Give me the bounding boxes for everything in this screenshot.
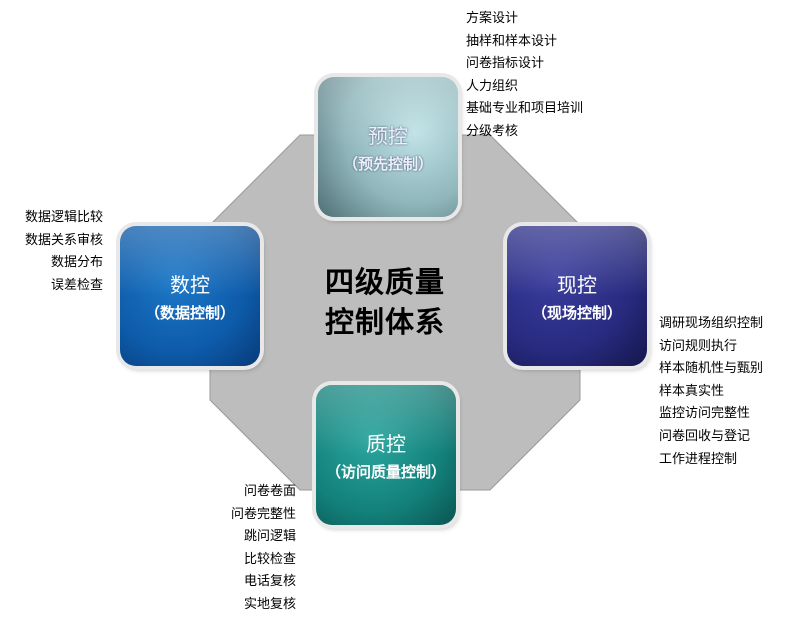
box-subtitle: （现场控制） [531, 304, 622, 322]
box-title: 预控 [368, 124, 408, 148]
list-item: 方案设计 [466, 11, 519, 26]
list-pre-control: 方案设计抽样和样本设计问卷指标设计人力组织基础专业和项目培训分级考核 [466, 8, 583, 144]
box-data-control: 数控 （数据控制） [120, 226, 260, 366]
list-item: 电话复核 [243, 574, 296, 590]
list-item: 误差检查 [50, 277, 103, 293]
box-title: 质控 [366, 432, 406, 456]
box-title: 数控 [170, 273, 210, 297]
list-item: 问卷完整性 [230, 506, 296, 522]
box-quality-control: 质控 （访问质量控制） [316, 385, 456, 525]
box-title: 现控 [557, 273, 597, 297]
list-item: 问卷回收与登记 [659, 428, 751, 444]
box-subtitle: （预先控制） [342, 155, 433, 173]
list-data-control: 数据逻辑比较数据关系审核数据分布误差检查 [25, 207, 103, 297]
list-item: 数据关系审核 [24, 232, 103, 248]
list-item: 问卷卷面 [243, 484, 296, 499]
list-field-control: 调研现场组织控制访问规则执行样本随机性与甄别样本真实性监控访问完整性问卷回收与登… [659, 313, 763, 471]
list-item: 调研现场组织控制 [659, 316, 764, 331]
list-item: 工作进程控制 [659, 451, 738, 467]
list-item: 抽样和样本设计 [466, 33, 558, 49]
list-quality-control: 问卷卷面问卷完整性跳问逻辑比较检查电话复核实地复核 [231, 481, 296, 617]
center-title-line-2: 控制体系 [324, 305, 445, 339]
list-item: 人力组织 [466, 78, 519, 94]
list-item: 访问规则执行 [659, 338, 738, 354]
list-item: 分级考核 [466, 123, 519, 139]
list-item: 数据逻辑比较 [24, 210, 103, 225]
center-title-line-1: 四级质量 [324, 265, 445, 299]
box-subtitle: （访问质量控制） [325, 463, 446, 481]
list-item: 实地复核 [243, 596, 296, 612]
list-item: 比较检查 [243, 551, 296, 567]
list-item: 问卷指标设计 [466, 56, 545, 72]
list-item: 样本随机性与甄别 [659, 361, 764, 377]
box-field-control: 现控 （现场控制） [507, 226, 647, 366]
list-item: 样本真实性 [659, 383, 725, 399]
list-item: 跳问逻辑 [243, 529, 296, 545]
box-pre-control: 预控 （预先控制） [318, 77, 458, 217]
list-item: 基础专业和项目培训 [466, 101, 584, 117]
center-title: 四级质量 控制体系 [300, 262, 470, 342]
box-subtitle: （数据控制） [144, 304, 235, 322]
list-item: 监控访问完整性 [659, 406, 751, 422]
list-item: 数据分布 [50, 255, 103, 271]
